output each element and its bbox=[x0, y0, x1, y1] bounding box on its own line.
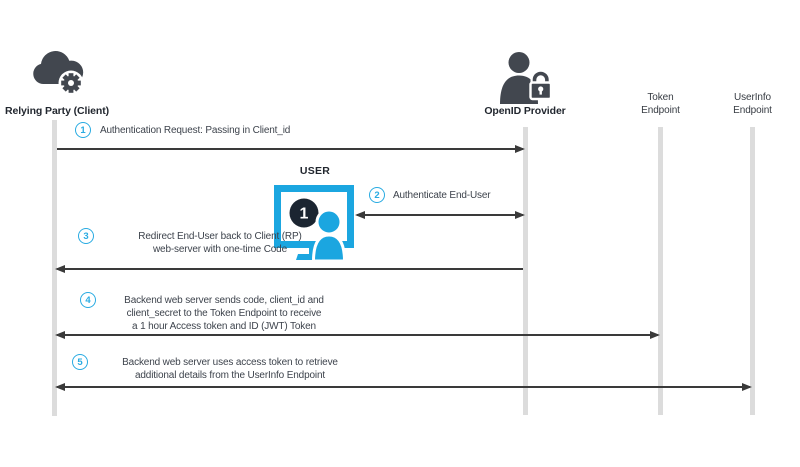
step-3-text: Redirect End-User back to Client (RP) we… bbox=[97, 230, 343, 256]
step-1-line-1: Authentication Request: Passing in Clien… bbox=[100, 125, 291, 136]
arrowhead-right-step-2 bbox=[515, 210, 525, 219]
step-4-line-1: Backend web server sends code, client_id… bbox=[124, 295, 324, 306]
token-endpoint-line2: Endpoint bbox=[641, 104, 680, 116]
step-5-badge: 5 bbox=[72, 354, 88, 370]
lifeline-openid-provider bbox=[523, 127, 528, 415]
lifeline-relying-party bbox=[52, 120, 57, 416]
arrowhead-left-step-4 bbox=[55, 330, 65, 339]
monitor-person-icon: 1 bbox=[274, 185, 354, 261]
step-4-line-2: client_secret to the Token Endpoint to r… bbox=[126, 308, 322, 319]
step-3-line-1: Redirect End-User back to Client (RP) bbox=[138, 231, 302, 242]
user-label: USER bbox=[299, 165, 331, 177]
arrow-step-3 bbox=[55, 264, 523, 273]
step-2-text: Authenticate End-User bbox=[393, 189, 491, 202]
arrowhead-right-step-5 bbox=[742, 382, 752, 391]
step-5-line-1: Backend web server uses access token to … bbox=[122, 357, 338, 368]
arrowhead-right-step-4 bbox=[650, 330, 660, 339]
arrowhead-left-step-3 bbox=[55, 264, 65, 273]
step-5-text: Backend web server uses access token to … bbox=[94, 356, 366, 382]
step-4-badge: 4 bbox=[80, 292, 96, 308]
actor-label-openid-provider: OpenID Provider bbox=[484, 105, 566, 117]
arrowhead-left-step-2 bbox=[355, 210, 365, 219]
token-endpoint-line1: Token bbox=[647, 92, 674, 103]
actor-label-token-endpoint: Token Endpoint bbox=[612, 92, 709, 117]
actor-label-userinfo-endpoint: UserInfo Endpoint bbox=[704, 92, 800, 117]
arrow-step-5 bbox=[55, 382, 752, 391]
arrowhead-right-step-1 bbox=[515, 144, 525, 153]
arrow-step-2 bbox=[355, 210, 525, 219]
step-4-line-3: a 1 hour Access token and ID (JWT) Token bbox=[132, 321, 316, 332]
step-1-text: Authentication Request: Passing in Clien… bbox=[100, 124, 290, 137]
step-4-text: Backend web server sends code, client_id… bbox=[100, 294, 348, 333]
user-lock-icon bbox=[500, 52, 553, 104]
step-3-badge: 3 bbox=[78, 228, 94, 244]
step-2-line-1: Authenticate End-User bbox=[393, 190, 491, 201]
step-1-badge: 1 bbox=[75, 122, 91, 138]
step-5-line-2: additional details from the UserInfo End… bbox=[134, 370, 326, 381]
lifeline-userinfo-endpoint bbox=[750, 127, 755, 415]
cloud-gear-icon bbox=[33, 50, 84, 96]
arrowhead-left-step-5 bbox=[55, 382, 65, 391]
userinfo-endpoint-line2: Endpoint bbox=[733, 104, 772, 116]
arrow-step-4 bbox=[55, 330, 660, 339]
userinfo-endpoint-line1: UserInfo bbox=[734, 92, 771, 103]
screen-badge-number: 1 bbox=[300, 206, 309, 223]
lifeline-token-endpoint bbox=[658, 127, 663, 415]
actor-label-relying-party: Relying Party (Client) bbox=[5, 105, 109, 117]
step-2-badge: 2 bbox=[369, 187, 385, 203]
arrow-step-1 bbox=[57, 144, 525, 153]
step-3-line-2: web-server with one-time Code bbox=[152, 244, 288, 255]
